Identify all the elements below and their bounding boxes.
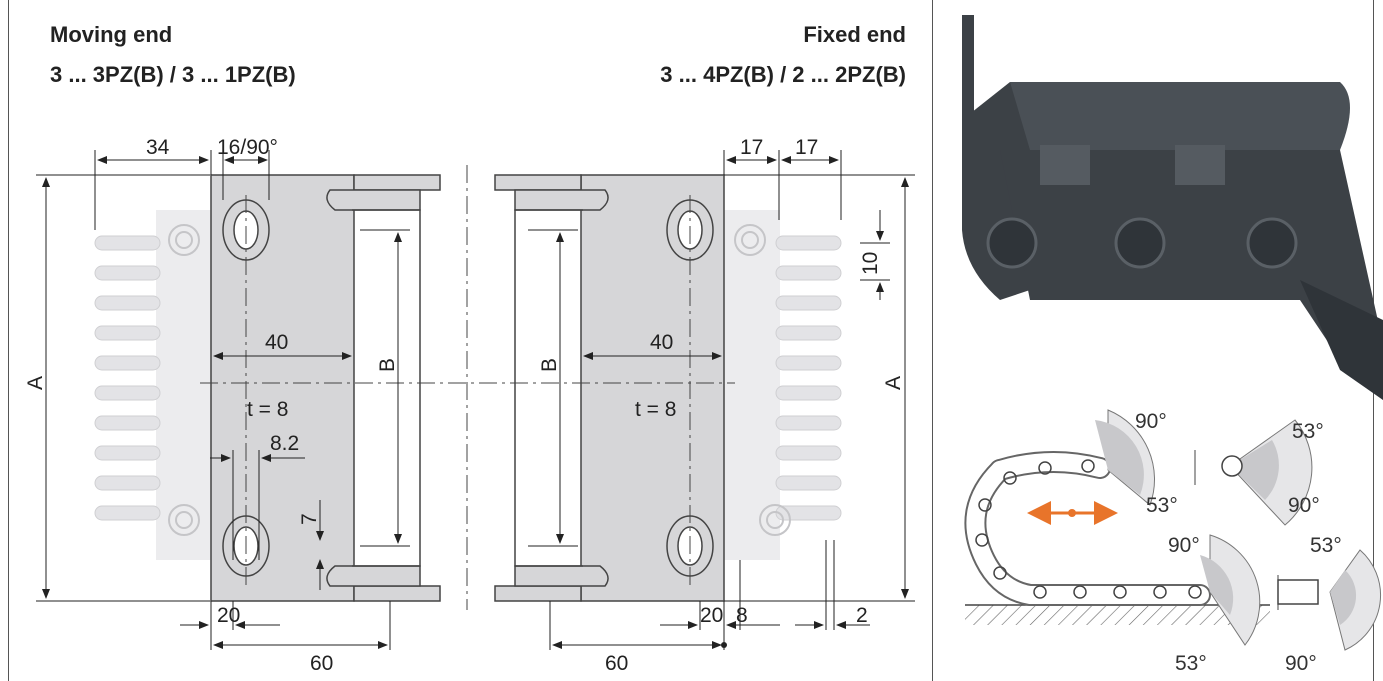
- dim-60-right: 60: [605, 652, 628, 675]
- angle-top-left-53: 53°: [1146, 494, 1178, 517]
- dim-2: 2: [856, 604, 868, 627]
- thickness-left: t = 8: [247, 398, 288, 421]
- right-mounting-bracket: [494, 174, 725, 602]
- dim-20-left: 20: [217, 604, 240, 627]
- dim-A-right: A: [882, 376, 905, 390]
- dim-B-left: B: [376, 358, 399, 372]
- dim-17-a: 17: [740, 136, 763, 159]
- angle-bottom-right-53: 53°: [1310, 534, 1342, 557]
- dim-A-left: A: [24, 376, 47, 390]
- angle-bottom-left-90: 90°: [1168, 534, 1200, 557]
- dim-B-right: B: [538, 358, 561, 372]
- angle-top-right-90: 90°: [1288, 494, 1320, 517]
- moving-end-title: Moving end: [50, 22, 173, 47]
- angle-bottom-right-90: 90°: [1285, 652, 1317, 675]
- dim-40-left: 40: [265, 331, 288, 354]
- moving-end-subtitle: 3 ... 3PZ(B) / 3 ... 1PZ(B): [50, 62, 296, 87]
- center-lines: [200, 165, 735, 610]
- dim-60-left: 60: [310, 652, 333, 675]
- dim-8-2: 8.2: [270, 432, 299, 455]
- angle-bottom-left-53: 53°: [1175, 652, 1207, 675]
- dim-8: 8: [736, 604, 748, 627]
- angle-top-left-90: 90°: [1135, 410, 1167, 433]
- left-comb-plate: [94, 210, 216, 560]
- chain-product-photo: [962, 15, 1383, 400]
- left-mounting-bracket: [210, 174, 441, 602]
- dim-40-right: 40: [650, 331, 673, 354]
- articulation-diagram: [964, 409, 1382, 651]
- dim-20-right: 20: [700, 604, 723, 627]
- dimension-lines: [36, 150, 915, 650]
- dim-7: 7: [298, 513, 321, 525]
- dim-17-b: 17: [795, 136, 818, 159]
- dim-16-90: 16/90°: [217, 136, 278, 159]
- right-comb-plate: [720, 210, 842, 560]
- fixed-end-subtitle: 3 ... 4PZ(B) / 2 ... 2PZ(B): [660, 62, 906, 87]
- panel-divider: [932, 0, 933, 681]
- fixed-end-title: Fixed end: [803, 22, 906, 47]
- thickness-right: t = 8: [635, 398, 676, 421]
- dim-34: 34: [146, 136, 170, 159]
- angle-top-right-53: 53°: [1292, 420, 1324, 443]
- dim-10: 10: [859, 252, 882, 275]
